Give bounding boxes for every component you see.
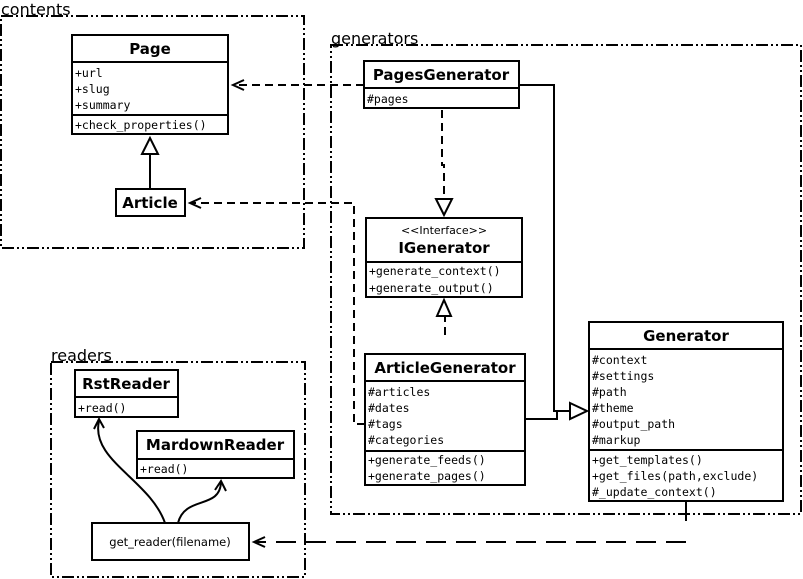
connectors <box>93 79 687 548</box>
attribute: #settings <box>592 369 654 383</box>
method: #_update_context() <box>592 485 717 499</box>
attribute: #path <box>592 385 627 399</box>
open-arrow-icon <box>214 479 227 492</box>
attribute: #dates <box>368 401 410 415</box>
triangle-arrow-icon <box>434 198 454 218</box>
class-name: Page <box>129 40 171 58</box>
package-label: readers <box>51 346 112 365</box>
class-name: PagesGenerator <box>373 66 510 84</box>
inheritance-pagesgenerator-generator <box>519 84 570 412</box>
dependency-getreader-rstreader <box>97 420 166 524</box>
method: +read() <box>78 401 126 415</box>
method: +read() <box>140 462 188 476</box>
attribute: +url <box>75 66 103 80</box>
package-readers: readers <box>50 346 306 578</box>
triangle-arrow-icon <box>140 135 160 155</box>
method: +check_properties() <box>75 118 207 132</box>
stereotype: <<Interface>> <box>401 224 487 237</box>
class-name: ArticleGenerator <box>374 359 516 377</box>
attribute: #articles <box>368 385 430 399</box>
attribute: #markup <box>592 433 641 447</box>
package-label: generators <box>331 29 418 48</box>
attribute: +summary <box>75 98 130 112</box>
class-generator[interactable]: Generator #context #settings #path #them… <box>588 321 784 502</box>
function-get-reader[interactable]: get_reader(filename) <box>91 522 250 561</box>
dependency-articlegenerator-article <box>191 202 365 425</box>
class-article[interactable]: Article <box>115 188 186 217</box>
attribute: #tags <box>368 417 403 431</box>
dependency-getreader-mardownreader <box>177 481 222 524</box>
class-pagesgenerator[interactable]: PagesGenerator #pages <box>363 60 520 109</box>
open-arrow-icon <box>187 197 202 209</box>
attribute: #output_path <box>592 417 675 431</box>
function-name: get_reader(filename) <box>109 535 230 549</box>
attribute: #context <box>592 353 647 367</box>
attribute: #theme <box>592 401 634 415</box>
realization-pagesgenerator-igenerator <box>441 110 445 199</box>
package-generators: generators <box>330 29 802 515</box>
class-name: Generator <box>643 327 729 345</box>
package-contents: contents <box>0 0 305 249</box>
open-arrow-icon <box>93 416 105 430</box>
method: +generate_context() <box>369 264 501 278</box>
method: +generate_feeds() <box>368 453 486 467</box>
triangle-arrow-icon <box>569 401 590 421</box>
interface-igenerator[interactable]: <<Interface>> IGenerator +generate_conte… <box>365 217 523 298</box>
class-name: RstReader <box>82 375 170 393</box>
class-name: Article <box>122 194 178 212</box>
attribute: #pages <box>367 92 409 106</box>
package-label: contents <box>1 0 71 19</box>
attribute: #categories <box>368 433 444 447</box>
class-page[interactable]: Page +url +slug +summary +check_properti… <box>71 34 229 135</box>
open-arrow-icon <box>230 79 245 91</box>
attribute: +slug <box>75 82 110 96</box>
triangle-arrow-icon <box>435 297 453 317</box>
method: +generate_pages() <box>368 469 486 483</box>
class-name: IGenerator <box>398 239 490 257</box>
class-mardownreader[interactable]: MardownReader +read() <box>136 430 295 479</box>
inheritance-articlegenerator-generator <box>525 411 558 420</box>
open-arrow-icon <box>251 536 266 548</box>
method: +generate_output() <box>369 281 494 295</box>
class-rstreader[interactable]: RstReader +read() <box>74 369 179 418</box>
method: +get_files(path,exclude) <box>592 469 758 483</box>
method: +get_templates() <box>592 453 703 467</box>
class-name: MardownReader <box>146 436 285 454</box>
class-articlegenerator[interactable]: ArticleGenerator #articles #dates #tags … <box>364 353 526 486</box>
